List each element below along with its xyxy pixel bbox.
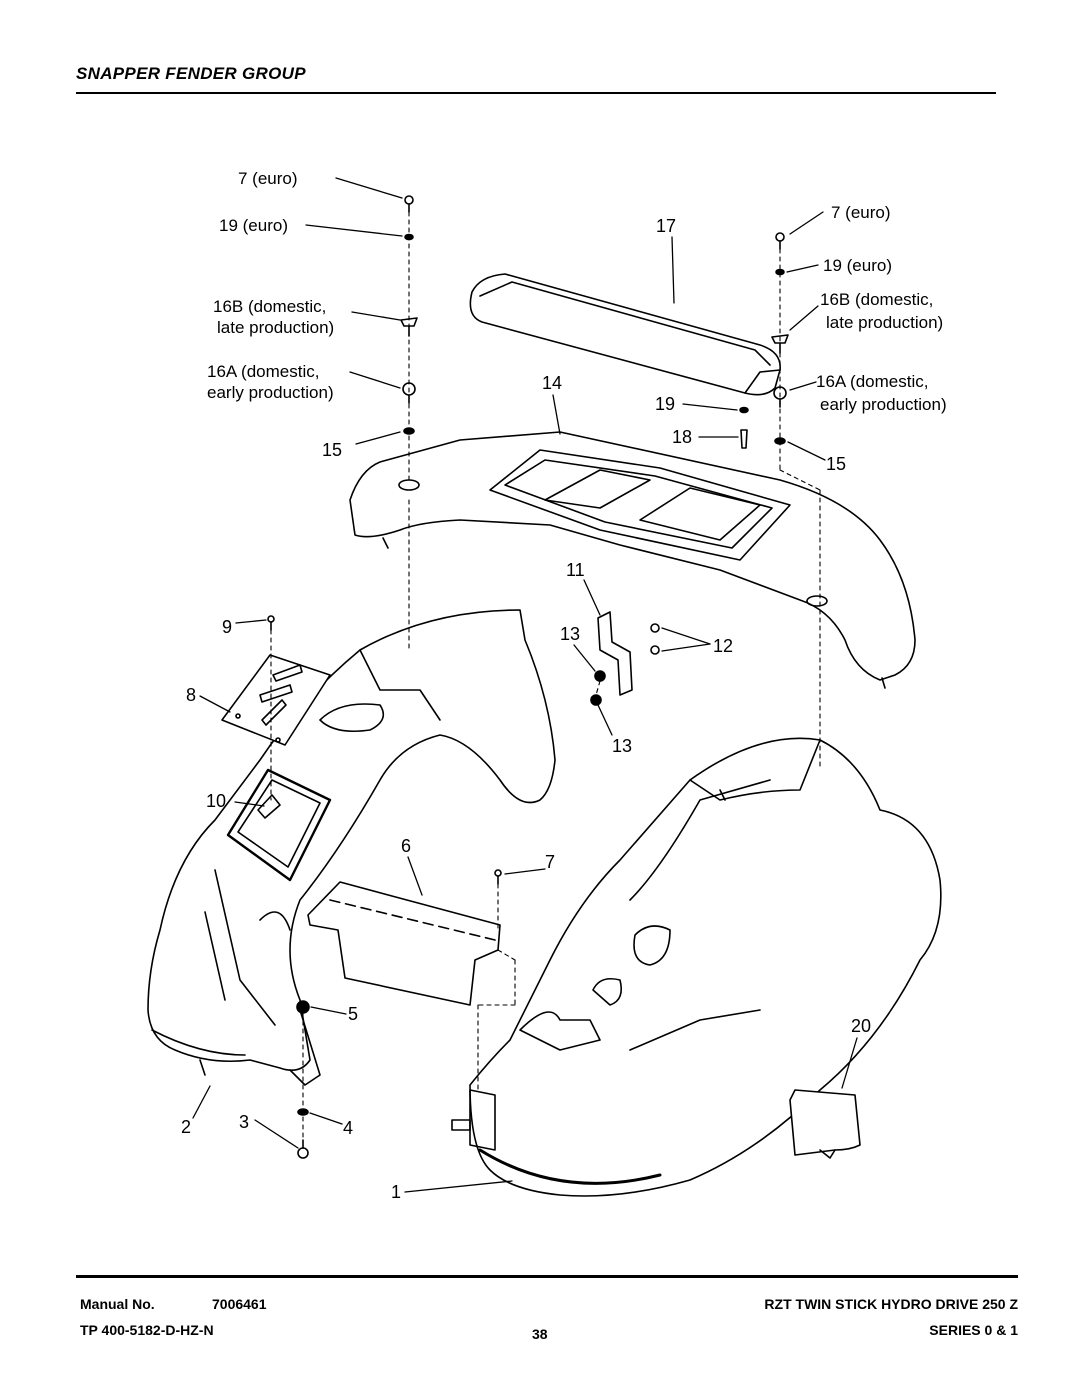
callout-16b-right-line1: 16B (domestic, <box>820 290 933 309</box>
callout-6: 6 <box>401 836 411 856</box>
footer-rule <box>76 1275 1018 1278</box>
callout-16b-left-line1: 16B (domestic, <box>213 297 326 316</box>
callout-16a-right-line2: early production) <box>820 395 947 414</box>
part-right-fender-body <box>451 737 942 1197</box>
callout-16a-right-line1: 16A (domestic, <box>816 372 928 391</box>
callout-15-left: 15 <box>322 440 342 460</box>
callout-10: 10 <box>206 791 226 811</box>
callout-19-euro-left: 19 (euro) <box>219 216 288 235</box>
callout-17: 17 <box>656 216 676 236</box>
part-6-center-plate <box>307 881 501 1006</box>
page-title: SNAPPER FENDER GROUP <box>76 64 306 83</box>
footer-tp-code: TP 400-5182-D-HZ-N <box>80 1322 214 1338</box>
callout-9: 9 <box>222 617 232 637</box>
callout-15-right: 15 <box>826 454 846 474</box>
leader-lines <box>192 177 858 1193</box>
callout-18: 18 <box>672 427 692 447</box>
part-20-cover <box>789 1089 861 1159</box>
callout-5: 5 <box>348 1004 358 1024</box>
footer-page-number: 38 <box>532 1326 548 1342</box>
callout-16b-right-line2: late production) <box>826 313 943 332</box>
callout-labels: 7 (euro) 19 (euro) 16B (domestic, late p… <box>181 169 947 1202</box>
alignment-lines <box>270 211 821 1141</box>
callout-8: 8 <box>186 685 196 705</box>
part-left-fender-body <box>147 609 556 1086</box>
callout-7: 7 <box>545 852 555 872</box>
footer-manual-label: Manual No. <box>80 1296 155 1312</box>
callout-19-euro-right: 19 (euro) <box>823 256 892 275</box>
callout-16a-left-line1: 16A (domestic, <box>207 362 319 381</box>
callout-11: 11 <box>566 560 585 580</box>
part-17-console-cover <box>469 273 781 396</box>
callout-14: 14 <box>542 373 562 393</box>
callout-16b-left-line2: late production) <box>217 318 334 337</box>
callout-1: 1 <box>391 1182 401 1202</box>
callout-20: 20 <box>851 1016 871 1036</box>
callout-3: 3 <box>239 1112 249 1132</box>
title-rule <box>76 92 996 94</box>
footer-product: RZT TWIN STICK HYDRO DRIVE 250 Z <box>764 1296 1018 1312</box>
callout-19: 19 <box>655 394 675 414</box>
part-11-bracket <box>597 611 633 696</box>
callout-4: 4 <box>343 1118 353 1138</box>
callout-2: 2 <box>181 1117 191 1137</box>
footer-series: SERIES 0 & 1 <box>929 1322 1018 1338</box>
footer-manual-number: 7006461 <box>212 1296 267 1312</box>
part-8-plate <box>221 654 331 746</box>
callout-13-lower: 13 <box>612 736 632 756</box>
callout-13-upper: 13 <box>560 624 580 644</box>
callout-7-euro-right: 7 (euro) <box>831 203 891 222</box>
part-14-upper-fender-panel <box>349 431 916 689</box>
callout-16a-left-line2: early production) <box>207 383 334 402</box>
callout-12: 12 <box>713 636 733 656</box>
part-10-panel-insert <box>226 768 332 882</box>
callout-7-euro-left: 7 (euro) <box>238 169 298 188</box>
